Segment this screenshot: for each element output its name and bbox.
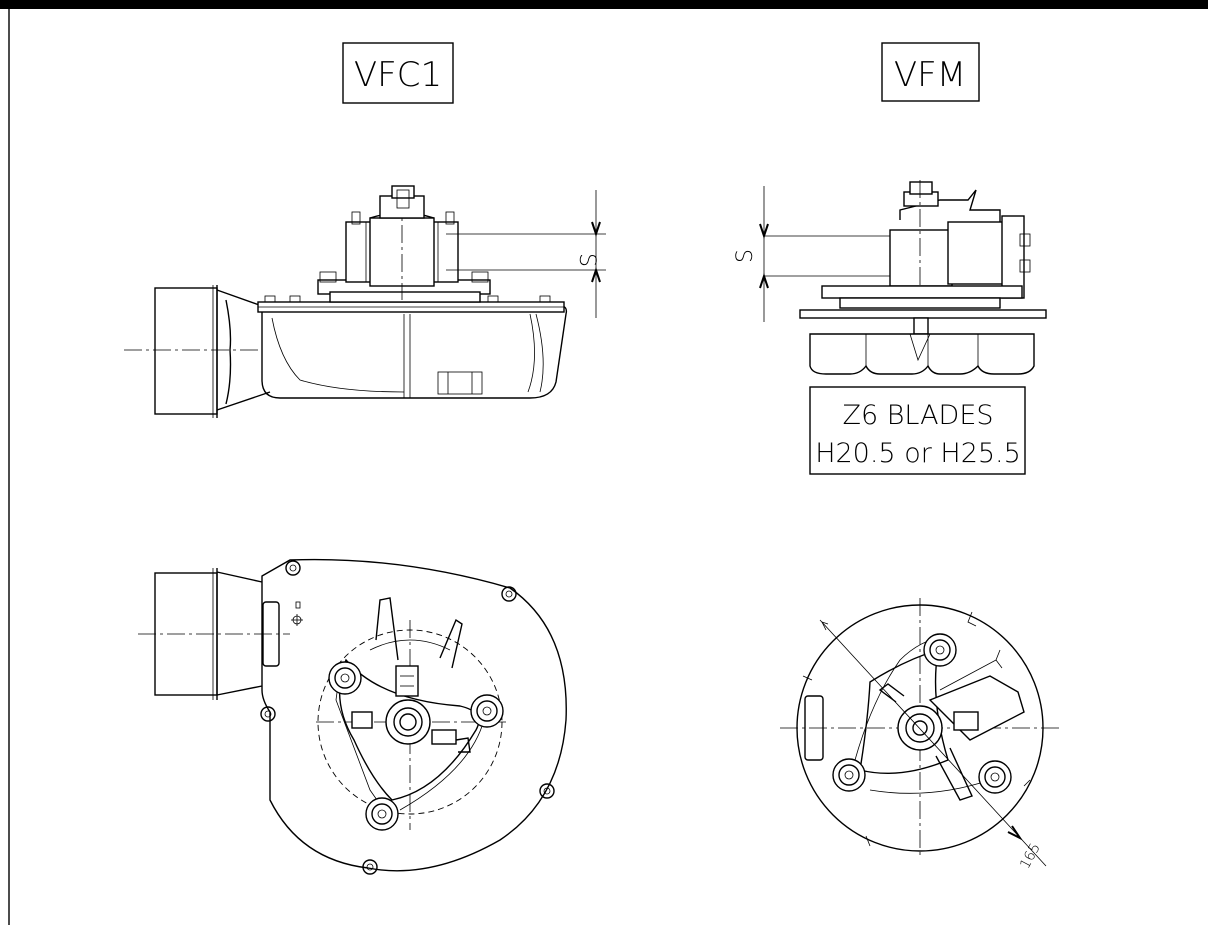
blades-label-line1: Z6 BLADES xyxy=(842,400,993,431)
vfm-top-view: 165 xyxy=(780,598,1060,872)
blades-label-line2: H20.5 or H25.5 xyxy=(815,438,1021,469)
vfc1-title: VFC1 xyxy=(354,55,442,95)
vfm-side-view: S Z6 BLADES H20.5 or H25.5 xyxy=(733,180,1047,475)
dim-s-left: S xyxy=(574,253,599,267)
vfc1-top-view xyxy=(138,558,567,875)
vfc1-side-view: S xyxy=(124,185,606,418)
vfc1-title-box: VFC1 xyxy=(342,42,454,104)
vfm-title: VFM xyxy=(894,55,966,95)
dim-s-right: S xyxy=(733,249,758,263)
dim-radius: 165 xyxy=(1017,841,1044,872)
vfm-title-box: VFM xyxy=(881,42,980,102)
